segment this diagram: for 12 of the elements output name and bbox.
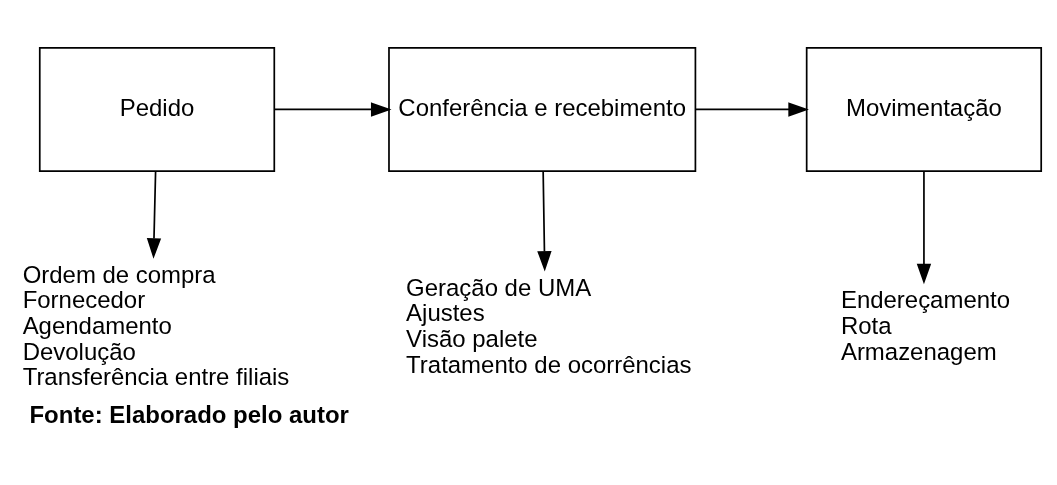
arrow: [916, 170, 932, 284]
node-box: Conferência e recebimento: [388, 46, 697, 172]
arrow: [537, 170, 552, 272]
node-text: Endereçamento Rota Armazenagem: [840, 285, 1011, 365]
node-text: Geração de UMA Ajustes Visão palete Tratamento de ocorrências: [406, 273, 692, 378]
node-text: Ordem de compra Fornecedor Agendamento Devolução Transferência entre filiais: [22, 260, 290, 390]
arrow: [146, 170, 162, 259]
caption: Fonte: Elaborado pelo autor: [29, 400, 349, 428]
node-box: Pedido: [38, 46, 276, 172]
node-box: Movimentação: [805, 46, 1043, 172]
arrow: [694, 101, 809, 117]
arrow: [273, 101, 392, 117]
